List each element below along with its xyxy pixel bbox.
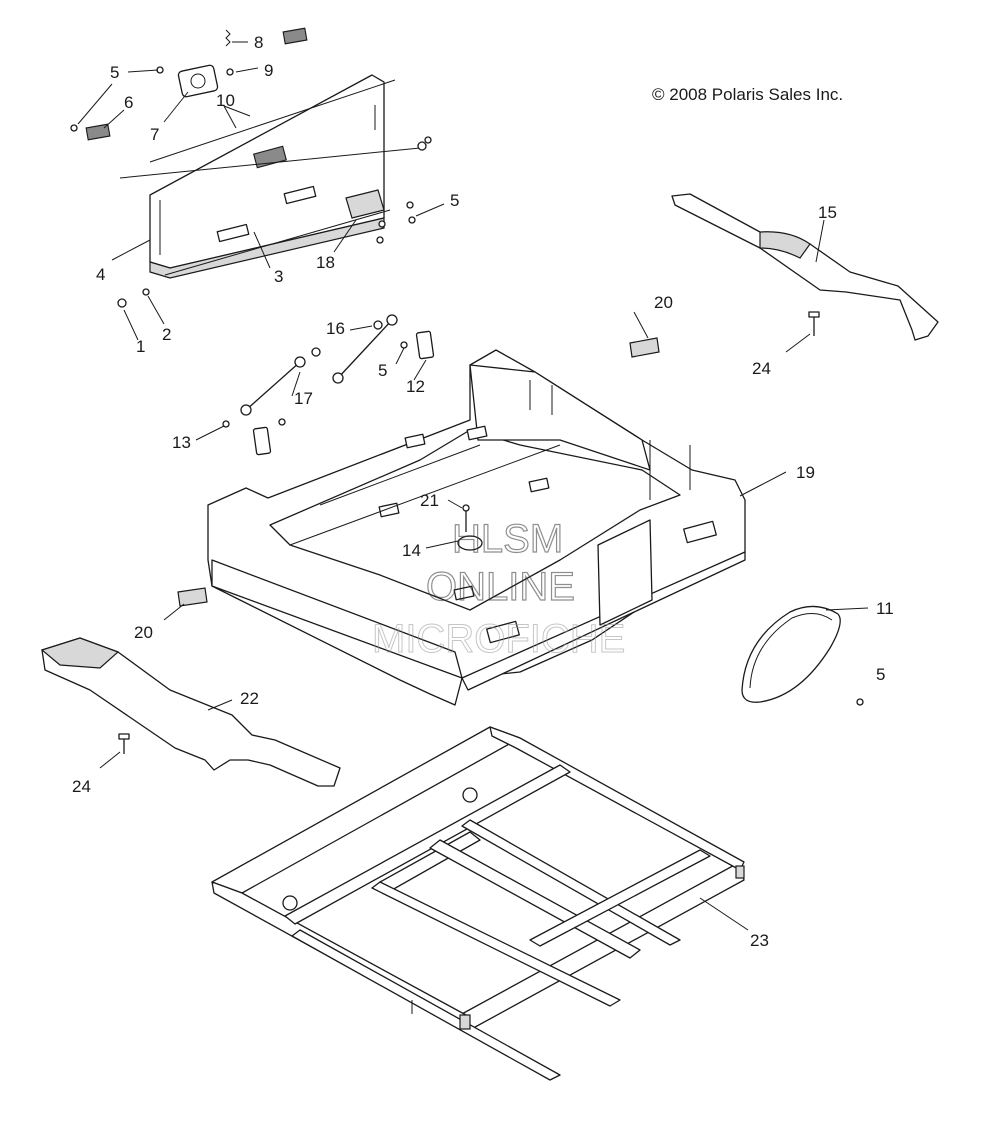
strap-bracket-12[interactable]	[415, 330, 435, 360]
callout-14: 14	[402, 541, 421, 560]
callout-5-mid: 5	[378, 361, 387, 380]
callout-5: 5	[110, 63, 119, 82]
leader-lines	[77, 41, 869, 931]
side-rail-15[interactable]	[671, 193, 939, 341]
callout-4: 4	[96, 265, 105, 284]
latch-plate-left[interactable]	[85, 123, 111, 141]
latch-plate-top[interactable]	[282, 27, 308, 45]
decal-20-right[interactable]	[629, 337, 660, 358]
bolt-13[interactable]	[222, 420, 230, 428]
copyright-text: © 2008 Polaris Sales Inc.	[652, 85, 843, 104]
callout-2: 2	[162, 325, 171, 344]
side-rail-22[interactable]	[40, 637, 341, 787]
callout-3: 3	[274, 267, 283, 286]
callout-19: 19	[796, 463, 815, 482]
screw-5e[interactable]	[378, 220, 386, 228]
callout-12: 12	[406, 377, 425, 396]
callout-22: 22	[240, 689, 259, 708]
bolt-16[interactable]	[373, 320, 383, 330]
pin-right-head[interactable]	[424, 136, 432, 144]
bolt-17[interactable]	[311, 347, 321, 357]
callout-15: 15	[818, 203, 837, 222]
latch-plate-18[interactable]	[345, 189, 385, 219]
callout-18: 18	[316, 253, 335, 272]
callout-13: 13	[172, 433, 191, 452]
callout-24-left: 24	[72, 777, 91, 796]
callout-23: 23	[750, 931, 769, 950]
spring[interactable]	[225, 29, 231, 47]
cargo-box[interactable]	[207, 349, 746, 706]
callout-20-right: 20	[654, 293, 673, 312]
pin-21-head[interactable]	[462, 504, 470, 512]
callout-17: 17	[294, 389, 313, 408]
bolt-24-left[interactable]	[118, 733, 130, 754]
callout-20-left: 20	[134, 623, 153, 642]
box-frame-23[interactable]	[211, 726, 745, 1081]
tailgate[interactable]	[149, 74, 391, 279]
tailgate-cable[interactable]	[119, 79, 421, 179]
callout-10: 10	[216, 91, 235, 110]
callout-1: 1	[136, 337, 145, 356]
watermark-line3: MICROFICHE	[372, 617, 625, 661]
callout-6: 6	[124, 93, 133, 112]
callout-5-right: 5	[450, 191, 459, 210]
screw-5a[interactable]	[70, 124, 78, 132]
strap-bracket-lower[interactable]	[252, 426, 272, 456]
tailgate-latch-handle[interactable]	[177, 64, 219, 98]
screw-5c[interactable]	[406, 201, 414, 209]
side-cover-11[interactable]	[741, 605, 841, 703]
watermark-line2: ONLINE	[426, 565, 575, 609]
tailgate-strap[interactable]	[240, 314, 398, 416]
decal-20-left[interactable]	[177, 587, 208, 607]
callout-24-right: 24	[752, 359, 771, 378]
drain-plug-14[interactable]	[457, 535, 483, 551]
callout-9: 9	[264, 61, 273, 80]
screw-5d[interactable]	[408, 216, 416, 224]
callout-5-lower: 5	[876, 665, 885, 684]
nut-9[interactable]	[226, 68, 234, 76]
pin-right[interactable]	[417, 141, 427, 151]
callout-16: 16	[326, 319, 345, 338]
callout-labels: 5 6 7 8 9 10 4 3 5 18 1 2 16 17 5 12 13 …	[72, 33, 894, 950]
watermark: HLSM ONLINE MICROFICHE	[372, 516, 626, 661]
washer-2[interactable]	[142, 288, 150, 296]
watermark-line1: HLSM	[452, 517, 563, 561]
callout-7: 7	[150, 125, 159, 144]
callout-21: 21	[420, 491, 439, 510]
bolt-1[interactable]	[117, 298, 127, 308]
screw-5f[interactable]	[376, 236, 384, 244]
bolt-24-right[interactable]	[808, 311, 820, 336]
bolt-17b[interactable]	[278, 418, 286, 426]
callout-11: 11	[876, 599, 894, 618]
screw-5h[interactable]	[856, 698, 864, 706]
callout-8: 8	[254, 33, 263, 52]
screw-5g[interactable]	[400, 341, 408, 349]
